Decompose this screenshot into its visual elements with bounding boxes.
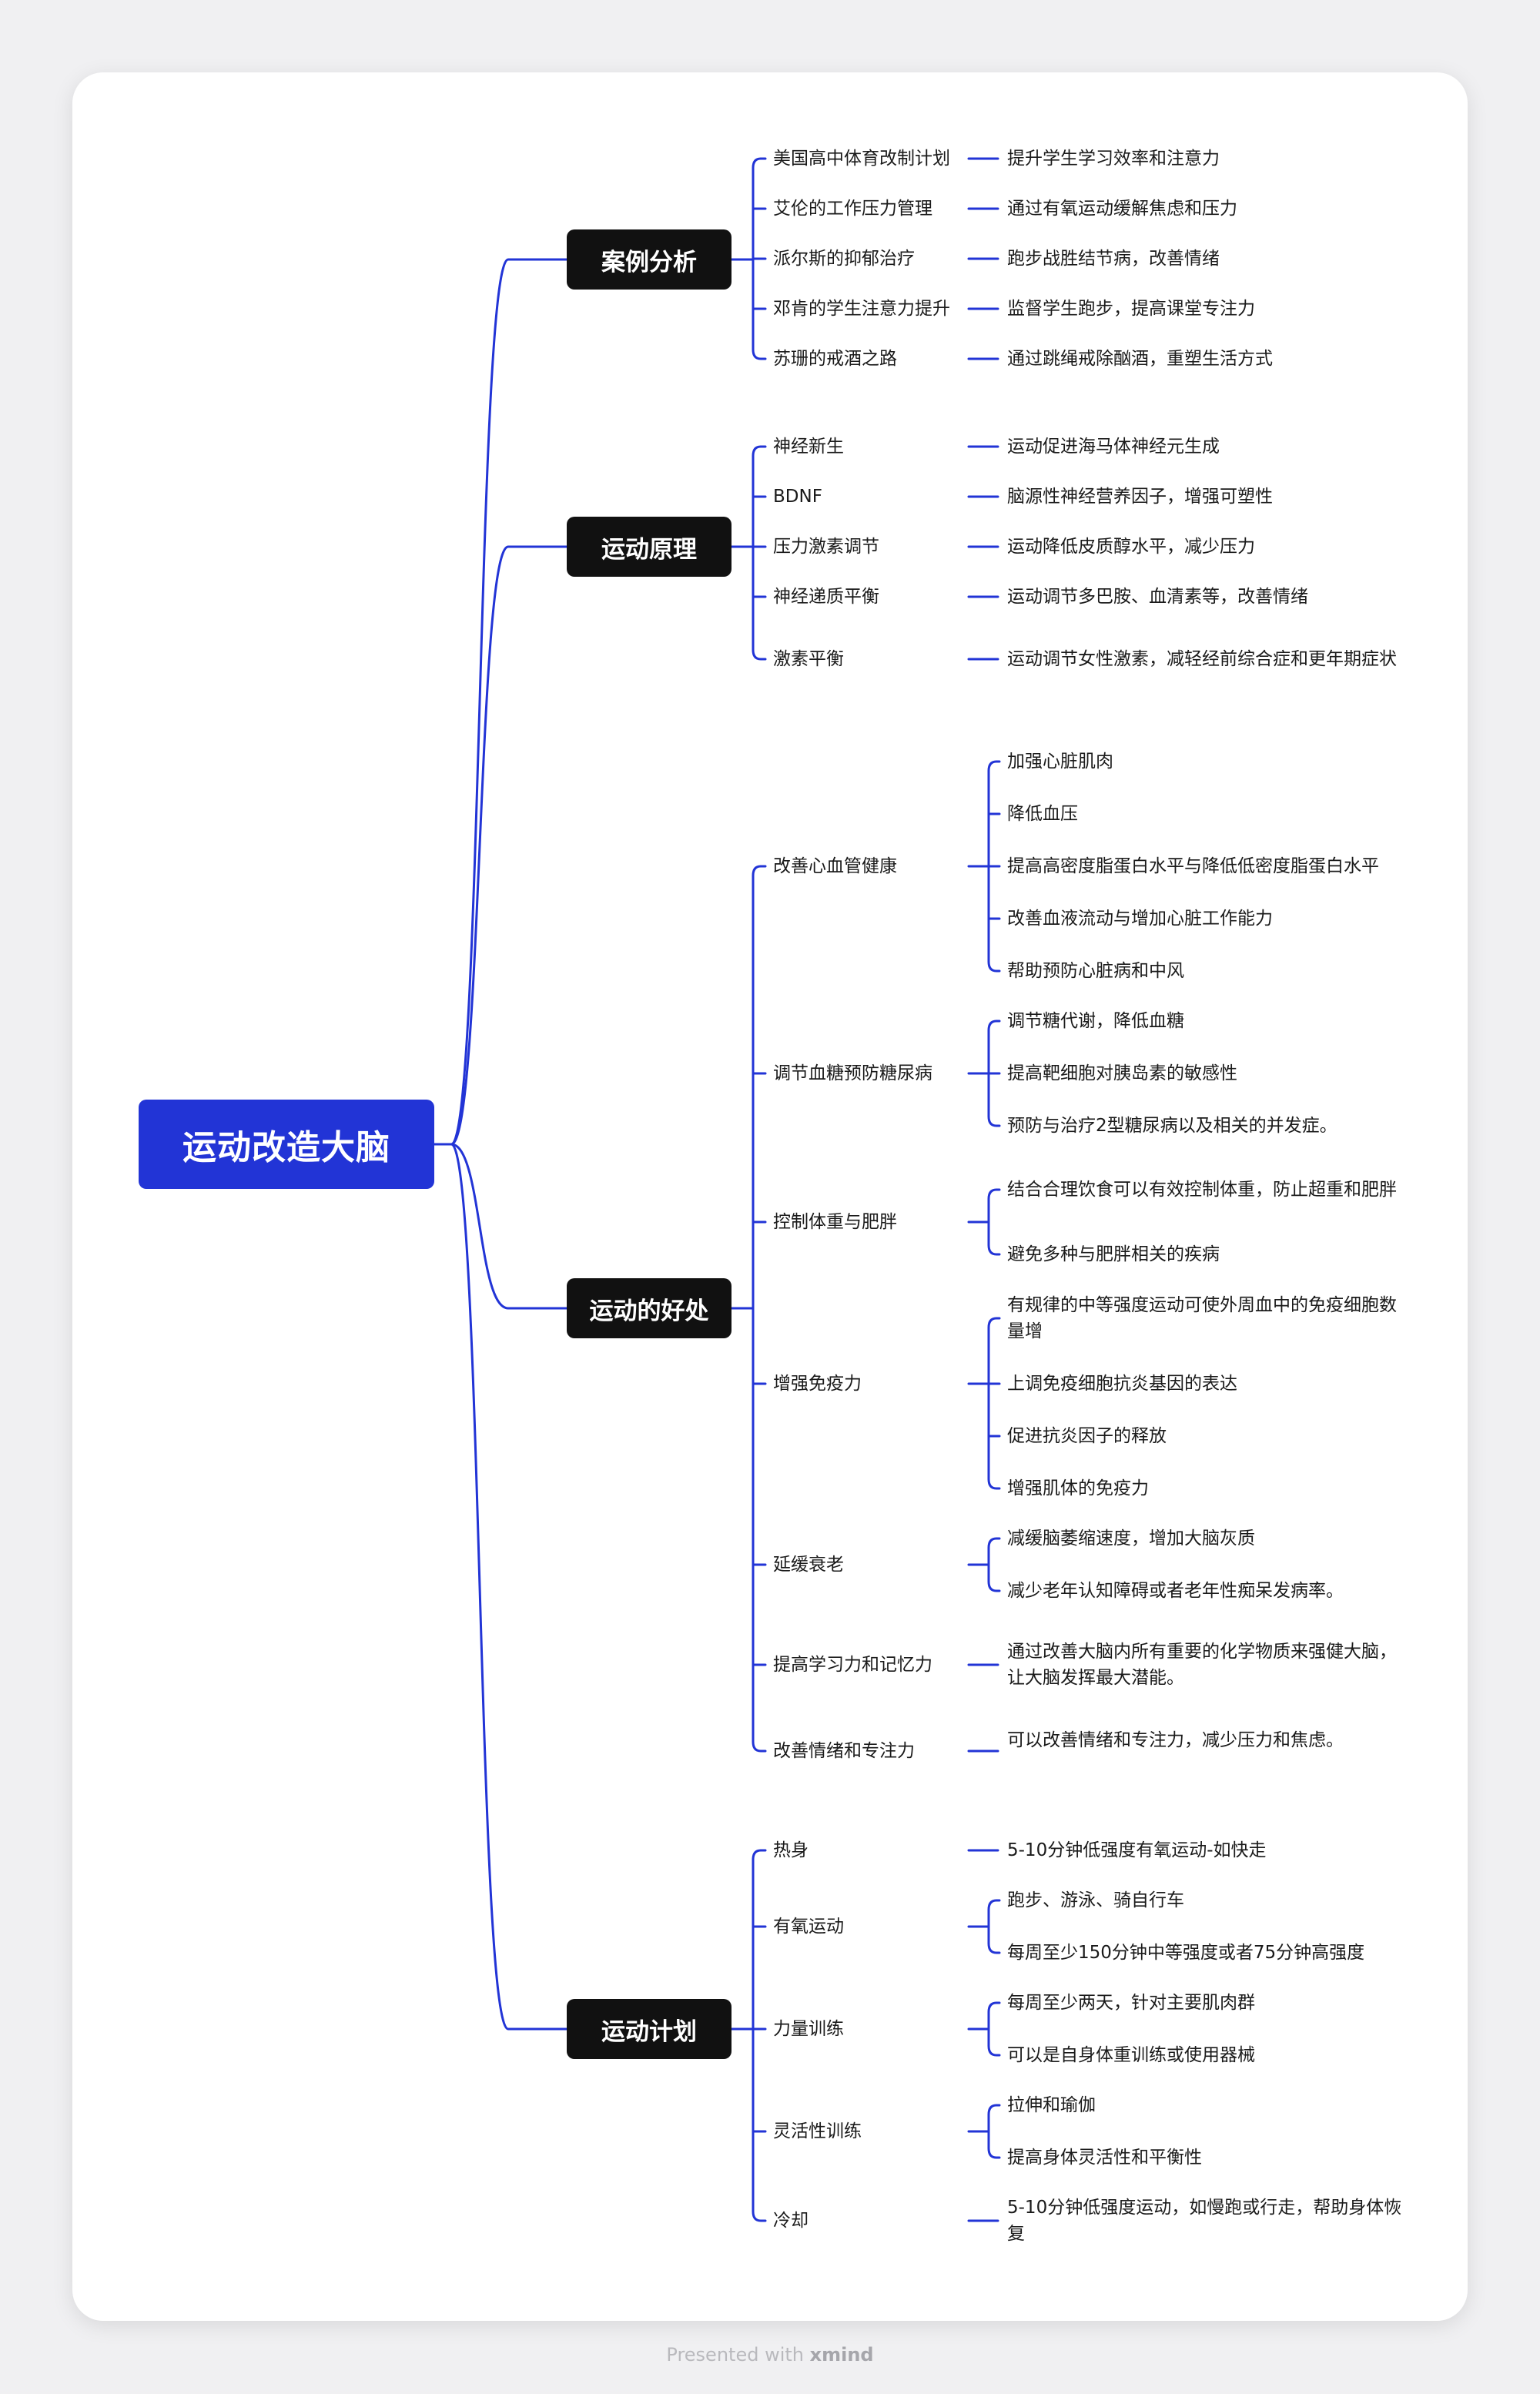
mindmap-canvas: [72, 72, 1468, 2321]
topic-node[interactable]: 运动原理: [567, 517, 732, 577]
sub-bracket-line: [752, 157, 767, 360]
leaf-node[interactable]: 拉伸和瑜伽: [1007, 2095, 1096, 2115]
subtopic-node[interactable]: 改善情绪和专注力: [773, 1741, 915, 1761]
subtopic-node[interactable]: 神经新生: [773, 437, 844, 457]
sub-bracket-line: [752, 865, 767, 1753]
leaf-node[interactable]: 提高高密度脂蛋白水平与降低低密度脂蛋白水平: [1007, 856, 1379, 876]
topic-node[interactable]: 运动的好处: [567, 1278, 732, 1338]
root-to-topic-line: [450, 1143, 568, 1310]
leaf-node[interactable]: 5-10分钟低强度有氧运动-如快走: [1007, 1840, 1267, 1860]
leaf-node[interactable]: 调节糖代谢，降低血糖: [1007, 1011, 1184, 1031]
root-to-topic-line: [450, 1143, 568, 2031]
topic-node[interactable]: 案例分析: [567, 229, 732, 290]
subtopic-node[interactable]: 增强免疫力: [773, 1374, 862, 1394]
leaf-bracket-line: [987, 1188, 1001, 1256]
root-to-topic-line: [450, 545, 568, 1146]
leaf-node[interactable]: 5-10分钟低强度运动，如慢跑或行走，帮助身体恢复: [1007, 2198, 1402, 2244]
subtopic-node[interactable]: 派尔斯的抑郁治疗: [773, 249, 915, 269]
leaf-node[interactable]: 可以改善情绪和专注力，减少压力和焦虑。: [1007, 1730, 1344, 1750]
xmind-logo: xmind: [809, 2344, 874, 2366]
leaf-node[interactable]: 改善血液流动与增加心脏工作能力: [1007, 909, 1273, 929]
footer: Presented with xmind: [0, 2344, 1540, 2366]
subtopic-node[interactable]: 改善心血管健康: [773, 856, 897, 876]
leaf-node[interactable]: 降低血压: [1007, 804, 1078, 824]
subtopic-node[interactable]: 控制体重与肥胖: [773, 1212, 897, 1232]
leaf-bracket-line: [987, 1537, 1001, 1592]
root-node[interactable]: 运动改造大脑: [139, 1100, 434, 1189]
leaf-node[interactable]: 每周至少150分钟中等强度或者75分钟高强度: [1007, 1943, 1365, 1963]
subtopic-node[interactable]: 灵活性训练: [773, 2121, 862, 2141]
leaf-node[interactable]: 可以是自身体重训练或使用器械: [1007, 2045, 1255, 2065]
leaf-node[interactable]: 有规律的中等强度运动可使外周血中的免疫细胞数量增: [1007, 1295, 1397, 1341]
subtopic-node[interactable]: 美国高中体育改制计划: [773, 149, 950, 169]
leaf-node[interactable]: 加强心脏肌肉: [1007, 752, 1113, 772]
leaf-node[interactable]: 监督学生跑步，提高课堂专注力: [1007, 299, 1255, 319]
subtopic-node[interactable]: 调节血糖预防糖尿病: [773, 1063, 932, 1083]
subtopic-node[interactable]: 有氧运动: [773, 1917, 844, 1937]
leaf-node[interactable]: 提高靶细胞对胰岛素的敏感性: [1007, 1063, 1237, 1083]
leaf-bracket-line: [987, 760, 1001, 973]
leaf-node[interactable]: 提升学生学习效率和注意力: [1007, 149, 1220, 169]
sub-bracket-line: [752, 445, 767, 661]
leaf-bracket-line: [987, 1899, 1001, 1954]
leaf-node[interactable]: 脑源性神经营养因子，增强可塑性: [1007, 487, 1273, 507]
subtopic-node[interactable]: 艾伦的工作压力管理: [773, 199, 932, 219]
leaf-node[interactable]: 运动降低皮质醇水平，减少压力: [1007, 537, 1255, 557]
leaf-node[interactable]: 运动调节女性激素，减轻经前综合症和更年期症状: [1007, 649, 1397, 669]
leaf-node[interactable]: 促进抗炎因子的释放: [1007, 1426, 1167, 1446]
leaf-node[interactable]: 跑步战胜结节病，改善情绪: [1007, 249, 1220, 269]
root-to-topic-line: [450, 258, 568, 1146]
subtopic-node[interactable]: 苏珊的戒酒之路: [773, 349, 897, 369]
leaf-node[interactable]: 运动促进海马体神经元生成: [1007, 437, 1220, 457]
sub-bracket-line: [752, 1849, 767, 2222]
subtopic-node[interactable]: 力量训练: [773, 2019, 844, 2039]
subtopic-node[interactable]: 邓肯的学生注意力提升: [773, 299, 950, 319]
leaf-bracket-line: [987, 2001, 1001, 2057]
leaf-node[interactable]: 避免多种与肥胖相关的疾病: [1007, 1244, 1220, 1264]
leaf-node[interactable]: 跑步、游泳、骑自行车: [1007, 1890, 1184, 1910]
leaf-bracket-line: [987, 1317, 1001, 1490]
subtopic-node[interactable]: 压力激素调节: [773, 537, 879, 557]
leaf-node[interactable]: 预防与治疗2型糖尿病以及相关的并发症。: [1007, 1116, 1337, 1136]
subtopic-node[interactable]: 延缓衰老: [773, 1555, 844, 1575]
leaf-node[interactable]: 减缓脑萎缩速度，增加大脑灰质: [1007, 1528, 1255, 1549]
subtopic-node[interactable]: 热身: [773, 1840, 808, 1860]
topic-node[interactable]: 运动计划: [567, 1999, 732, 2059]
footer-prefix: Presented with: [666, 2344, 804, 2366]
subtopic-node[interactable]: BDNF: [773, 487, 822, 507]
leaf-node[interactable]: 通过有氧运动缓解焦虑和压力: [1007, 199, 1237, 219]
leaf-bracket-line: [987, 1020, 1001, 1127]
subtopic-node[interactable]: 神经递质平衡: [773, 587, 879, 607]
leaf-node[interactable]: 通过跳绳戒除酗酒，重塑生活方式: [1007, 349, 1273, 369]
subtopic-node[interactable]: 提高学习力和记忆力: [773, 1655, 932, 1675]
leaf-node[interactable]: 帮助预防心脏病和中风: [1007, 961, 1184, 981]
leaf-node[interactable]: 上调免疫细胞抗炎基因的表达: [1007, 1374, 1237, 1394]
leaf-node[interactable]: 通过改善大脑内所有重要的化学物质来强健大脑，让大脑发挥最大潜能。: [1007, 1642, 1397, 1688]
subtopic-node[interactable]: 冷却: [773, 2211, 808, 2231]
subtopic-node[interactable]: 激素平衡: [773, 649, 844, 669]
leaf-node[interactable]: 每周至少两天，针对主要肌肉群: [1007, 1993, 1255, 2013]
leaf-node[interactable]: 增强肌体的免疫力: [1007, 1478, 1149, 1498]
leaf-node[interactable]: 结合合理饮食可以有效控制体重，防止超重和肥胖: [1007, 1180, 1397, 1200]
leaf-bracket-line: [987, 2104, 1001, 2159]
leaf-node[interactable]: 提高身体灵活性和平衡性: [1007, 2148, 1202, 2168]
leaf-node[interactable]: 运动调节多巴胺、血清素等，改善情绪: [1007, 587, 1308, 607]
leaf-node[interactable]: 减少老年认知障碍或者老年性痴呆发病率。: [1007, 1581, 1344, 1601]
